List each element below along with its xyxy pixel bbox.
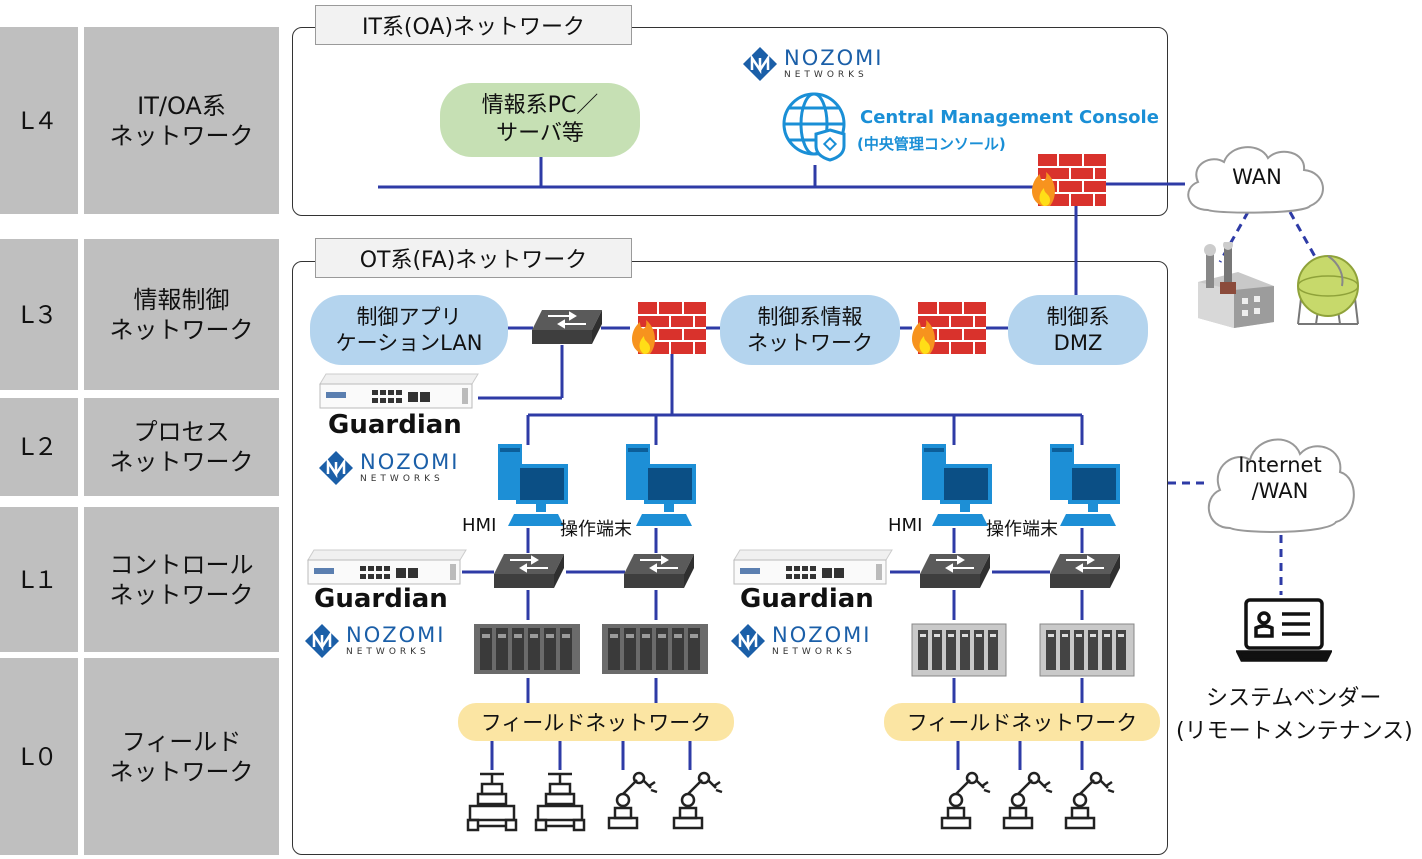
guardian-appliance-icon-3 <box>733 549 893 585</box>
switch-icon-l1-1 <box>494 554 564 588</box>
control-app-lan-node: 制御アプリ ケーションLAN <box>310 295 508 365</box>
field-network-bar-1: フィールドネットワーク <box>458 703 734 741</box>
nozomi-icon <box>319 451 353 485</box>
control-dmz-node: 制御系 DMZ <box>1008 295 1148 365</box>
terminal-label-1: 操作端末 <box>560 519 632 540</box>
gas-tank-icon <box>1297 255 1359 325</box>
ot-network-title: OT系(FA)ネットワーク <box>315 238 632 278</box>
cmc-subtitle: (中央管理コンソール) <box>857 135 1006 153</box>
nozomi-name: NOZOMI <box>346 623 446 647</box>
factory-icon <box>1198 242 1274 328</box>
terminal-label-2: 操作端末 <box>986 519 1058 540</box>
level-l2-code: L２ <box>0 398 78 496</box>
hmi-computer-icon-2 <box>922 444 992 526</box>
level-l4-code: L４ <box>0 27 78 214</box>
robot-arm-icon-3 <box>940 771 991 830</box>
nozomi-sub: NETWORKS <box>360 474 444 484</box>
hmi-label-1: HMI <box>462 515 497 536</box>
switch-icon-l3 <box>532 310 602 344</box>
firewall-icon-ot-2 <box>912 302 986 354</box>
level-l0-name: フィールド ネットワーク <box>84 658 279 855</box>
it-network-title: IT系(OA)ネットワーク <box>315 5 632 45</box>
level-l1-name: コントロール ネットワーク <box>84 507 279 652</box>
firewall-icon-ot-1 <box>632 302 706 354</box>
field-network-bar-2: フィールドネットワーク <box>884 703 1160 741</box>
nozomi-icon <box>731 624 765 658</box>
plc-controller-icon-2 <box>602 624 708 674</box>
vendor-sub-label: (リモートメンテナンス) <box>1176 719 1413 744</box>
valve-icon-2 <box>534 772 586 832</box>
level-l4-name: IT/OA系 ネットワーク <box>84 27 279 214</box>
level-l3-name: 情報制御 ネットワーク <box>84 239 279 390</box>
firewall-icon-it <box>1032 154 1106 206</box>
nozomi-name: NOZOMI <box>784 46 884 70</box>
internet-cloud-icon <box>1207 438 1355 533</box>
level-l2-name: プロセス ネットワーク <box>84 398 279 496</box>
nozomi-sub: NETWORKS <box>784 70 868 80</box>
it-network-panel <box>292 27 1168 216</box>
wan-label: WAN <box>1232 165 1282 189</box>
robot-arm-icon-2 <box>672 771 723 830</box>
wan-cloud-icon <box>1187 146 1324 214</box>
hmi-label-2: HMI <box>888 515 923 536</box>
robot-arm-icon-1 <box>607 771 658 830</box>
plc-controller-icon-4 <box>1039 623 1135 677</box>
level-l0-code: L０ <box>0 658 78 855</box>
laptop-vendor-icon <box>1236 598 1332 662</box>
terminal-computer-icon-2 <box>1050 444 1120 526</box>
robot-arm-icon-5 <box>1064 771 1115 830</box>
level-l3-code: L３ <box>0 239 78 390</box>
plc-controller-icon-3 <box>911 623 1007 677</box>
cmc-title: Central Management Console <box>860 107 1159 128</box>
guardian-label-3: Guardian <box>740 584 874 614</box>
control-info-network-node: 制御系情報 ネットワーク <box>720 295 900 365</box>
vendor-label: システムベンダー <box>1206 686 1382 711</box>
nozomi-icon <box>305 624 339 658</box>
robot-arm-icon-4 <box>1002 771 1053 830</box>
plc-controller-icon-1 <box>474 624 580 674</box>
terminal-computer-icon-1 <box>626 444 696 526</box>
nozomi-sub: NETWORKS <box>772 647 856 657</box>
valve-icon-1 <box>466 772 518 832</box>
nozomi-sub: NETWORKS <box>346 647 430 657</box>
switch-icon-l1-2 <box>624 554 694 588</box>
guardian-label-2: Guardian <box>314 584 448 614</box>
guardian-appliance-icon-1 <box>319 373 479 409</box>
globe-shield-icon <box>782 92 846 162</box>
switch-icon-l1-3 <box>920 554 990 588</box>
nozomi-name: NOZOMI <box>360 450 460 474</box>
guardian-appliance-icon-2 <box>307 549 467 585</box>
pc-server-node: 情報系PC／ サーバ等 <box>440 83 640 157</box>
switch-icon-l1-4 <box>1050 554 1120 588</box>
nozomi-icon <box>743 47 777 81</box>
nozomi-name: NOZOMI <box>772 623 872 647</box>
level-l1-code: L１ <box>0 507 78 652</box>
hmi-computer-icon-1 <box>498 444 568 526</box>
internet-wan-label: Internet /WAN <box>1238 453 1322 503</box>
guardian-label-1: Guardian <box>328 410 462 440</box>
